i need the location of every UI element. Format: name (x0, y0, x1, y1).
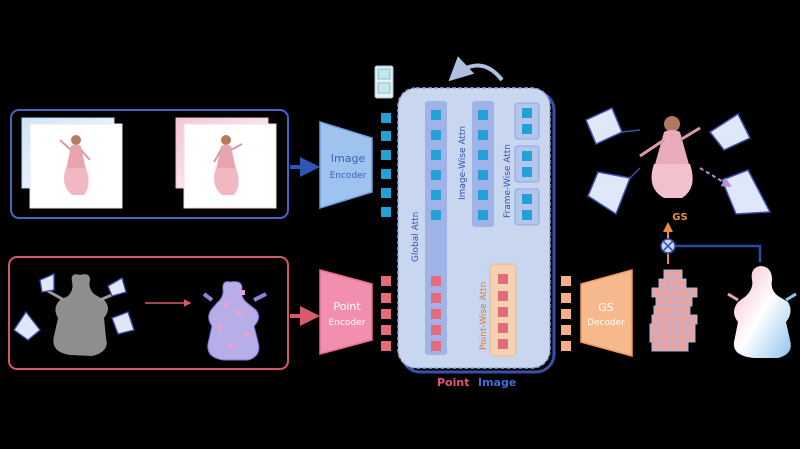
image-token (381, 131, 391, 141)
image-encoder-block (319, 120, 373, 210)
camera-token (374, 65, 394, 99)
point-token (381, 325, 391, 335)
legend-image-label: Image (478, 376, 516, 389)
global-image-token (431, 190, 441, 200)
point-wise-token (498, 339, 508, 349)
point-token (381, 309, 391, 319)
point-token (381, 276, 391, 286)
output-token (561, 276, 571, 286)
output-token (561, 341, 571, 351)
global-point-token (431, 276, 441, 286)
point-token-column (381, 276, 391, 351)
gaussian-voxel-figure (649, 269, 698, 352)
frame-wise-token (522, 151, 532, 161)
image-token (381, 188, 391, 198)
point-wise-tokens (498, 274, 508, 349)
global-image-token (431, 150, 441, 160)
legend-point-label: Point (437, 376, 469, 389)
point-wise-attn-label: Point-Wise Attn (479, 282, 489, 350)
global-image-token (431, 110, 441, 120)
point-token (381, 341, 391, 351)
output-token (561, 293, 571, 303)
image-token (381, 207, 391, 217)
output-token (561, 309, 571, 319)
output-token-column (561, 276, 571, 351)
camera-frustum-icon (721, 169, 772, 215)
gs-decoder-block (580, 269, 633, 357)
point-encoder-subtitle: Encoder (329, 318, 366, 328)
image-wise-token (478, 110, 488, 120)
image-token (381, 150, 391, 160)
camera-frustum-icon (708, 112, 752, 151)
image-encoder-title: Image (331, 152, 366, 165)
point-wise-token (498, 307, 508, 317)
image-token (381, 113, 391, 123)
image-wise-tokens (478, 110, 488, 220)
point-wise-token (498, 323, 508, 333)
combine-operator-icon (660, 238, 676, 254)
frame-wise-token (522, 210, 532, 220)
gs-label: GS (672, 212, 687, 223)
frame-wise-attn-label: Frame-Wise Attn (503, 144, 513, 218)
image-wise-token (478, 130, 488, 140)
global-point-token (431, 309, 441, 319)
camera-frustum-icon (587, 167, 641, 216)
gs-decoder-subtitle: Decoder (587, 318, 625, 328)
frame-wise-token (522, 194, 532, 204)
frame-wise-token (522, 124, 532, 134)
global-attn-label: Global Attn (411, 212, 421, 262)
point-wise-token (498, 291, 508, 301)
frame-wise-token (522, 167, 532, 177)
global-point-token (431, 341, 441, 351)
global-attn-image-tokens (431, 110, 441, 220)
point-token (381, 293, 391, 303)
image-wise-token (478, 190, 488, 200)
frame-wise-group (514, 188, 540, 226)
frame-wise-group (514, 145, 540, 183)
input-image-1 (21, 117, 123, 209)
image-wise-attn-label: Image-Wise Attn (458, 126, 468, 200)
global-attn-column (425, 101, 447, 355)
novel-view-arrow (699, 167, 732, 188)
point-encoder-block (319, 269, 373, 355)
input-image-2 (175, 117, 277, 209)
image-token-column (381, 113, 391, 217)
image-wise-attn-column (472, 101, 494, 227)
gaussian-render-output (727, 266, 797, 358)
global-point-token (431, 325, 441, 335)
image-token (381, 169, 391, 179)
recurrent-loop-arrow (448, 56, 504, 82)
image-encoder-subtitle: Encoder (330, 171, 367, 181)
global-image-token (431, 130, 441, 140)
target-dancer-figure (639, 116, 701, 198)
global-image-token (431, 210, 441, 220)
point-encoder-title: Point (333, 300, 361, 313)
frame-wise-group (514, 102, 540, 140)
image-wise-token (478, 170, 488, 180)
point-feature-connector (675, 244, 762, 262)
image-wise-token (478, 150, 488, 160)
global-attn-point-tokens (431, 276, 441, 351)
point-wise-token (498, 274, 508, 284)
frame-wise-token (522, 108, 532, 118)
dancer-figure-icon (213, 135, 243, 195)
gs-decoder-title: GS (598, 301, 614, 314)
colored-point-cloud (202, 281, 267, 361)
output-token (561, 325, 571, 335)
dancer-figure-icon (59, 135, 91, 195)
camera-frustum-icon (13, 273, 135, 341)
camera-frustum-icon (585, 106, 641, 146)
image-wise-token (478, 210, 488, 220)
global-point-token (431, 293, 441, 303)
global-image-token (431, 170, 441, 180)
